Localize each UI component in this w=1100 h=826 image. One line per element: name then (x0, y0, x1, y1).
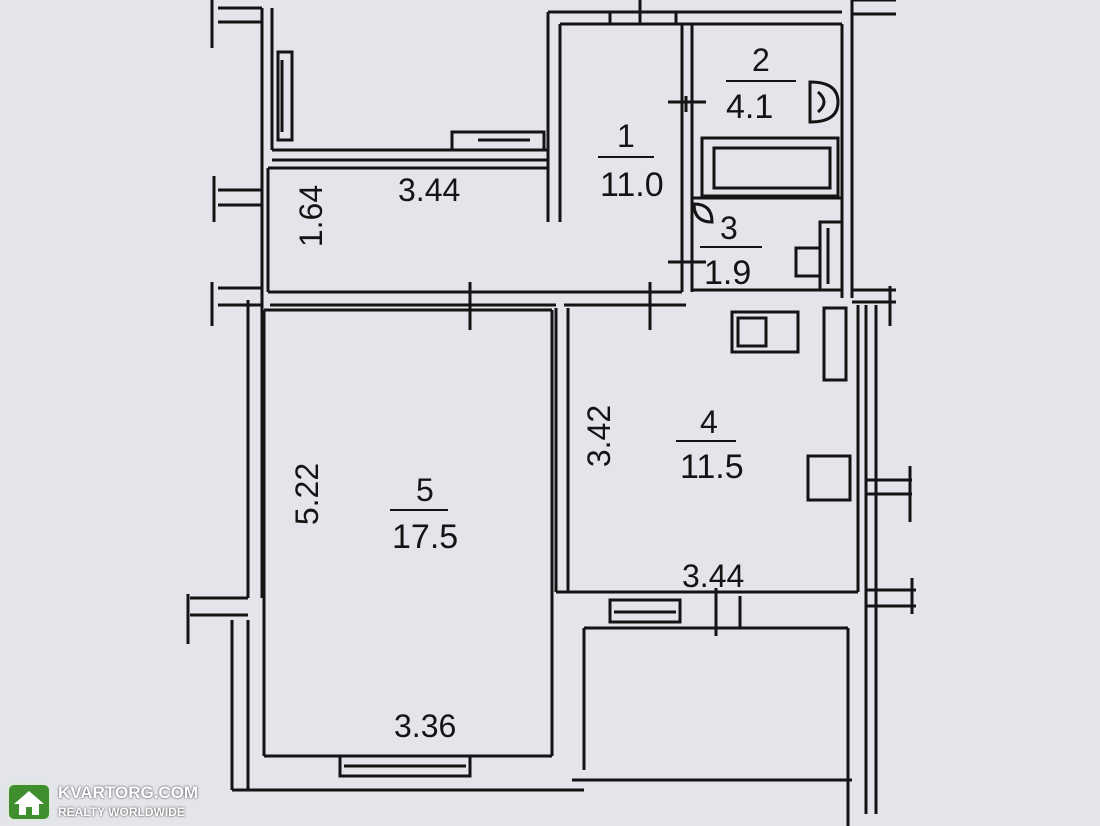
room-1-area: 11.0 (600, 166, 664, 204)
room-5-width: 3.36 (394, 708, 457, 744)
outer-wall-left (230, 8, 274, 790)
corridor-wall (266, 166, 686, 307)
balcony-door (608, 598, 682, 624)
window-top-left (276, 50, 294, 142)
balcony-wall (232, 626, 852, 826)
kitchen-stubs (866, 466, 916, 614)
top-window (608, 0, 678, 26)
bath-stubs (852, 0, 896, 326)
hall-wall-top (272, 10, 842, 222)
room-3-number: 3 (720, 210, 738, 246)
room-3-area: 1.9 (704, 254, 752, 292)
room-5-number: 5 (416, 472, 434, 508)
room-4-width: 3.44 (682, 558, 745, 594)
room-4-fraction-bar (676, 440, 736, 442)
room-4-height: 3.42 (581, 404, 618, 468)
stove (806, 454, 852, 502)
room-4-area: 11.5 (680, 448, 744, 486)
bath-wall (680, 0, 854, 298)
corridor-width: 3.44 (398, 172, 461, 208)
room-5-height: 5.22 (289, 462, 326, 526)
bathtub (700, 136, 840, 198)
kitchen-wall (554, 305, 878, 814)
room-1-number: 1 (617, 118, 635, 154)
room-1-fraction-bar (598, 156, 654, 158)
corridor-height: 1.64 (293, 184, 330, 248)
house-icon (7, 783, 51, 821)
sink-3 (692, 202, 714, 224)
room-5-fraction-bar (390, 509, 448, 511)
watermark-brand: KVARTORG.COM (58, 783, 199, 802)
room-3-fraction-bar (700, 246, 762, 248)
watermark-tagline: REALTY WORLDWIDE (58, 805, 185, 819)
bedroom-window (338, 754, 472, 778)
fridge (822, 306, 848, 382)
radiator-top (450, 130, 546, 152)
toilet (794, 220, 844, 292)
bedroom-wall (262, 308, 554, 758)
wall-stub-left (186, 0, 262, 644)
kitchen-sink (730, 310, 800, 354)
room-2-fraction-bar (726, 80, 796, 82)
room-2-number: 2 (752, 42, 770, 78)
sink (808, 80, 840, 124)
room-5-area: 17.5 (392, 518, 459, 556)
watermark-logo: KVARTORG.COM REALTY WORLDWIDE (6, 782, 198, 822)
room-4-number: 4 (700, 404, 718, 440)
door-ticks (468, 96, 742, 636)
room-2-area: 4.1 (726, 88, 774, 126)
